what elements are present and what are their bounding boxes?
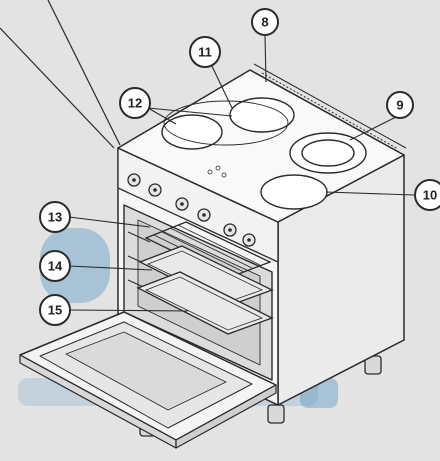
indicator-lights: [207, 165, 227, 178]
callout-11-circle: [189, 36, 221, 68]
cooking-zone-front-right: [260, 174, 328, 210]
callout-10-circle: [414, 179, 440, 211]
leader-lines: [68, 34, 415, 312]
cooking-zone-rear-right-inner: [301, 139, 355, 167]
callout-9-circle: [386, 91, 414, 119]
oven-door: [19, 311, 277, 449]
callout-14-circle: [39, 250, 71, 282]
callout-10: 10: [423, 188, 437, 203]
callout-labels: 8 9 10 11 12 13 14 15: [48, 15, 437, 318]
cooking-zone-rear-left: [229, 97, 295, 133]
knob-centers: [132, 178, 251, 242]
callout-13: 13: [48, 210, 62, 225]
callout-9: 9: [396, 98, 403, 113]
zoom-lines: [0, 0, 121, 149]
callout-12-circle: [119, 87, 151, 119]
callout-circles: [39, 8, 440, 326]
callout-11: 11: [198, 45, 212, 60]
callout-8-circle: [251, 8, 279, 36]
cooking-zone-link: [163, 100, 289, 146]
baking-tray-lower: [136, 271, 274, 335]
rear-vent: [249, 63, 407, 156]
cooking-zones: [161, 97, 367, 210]
callout-8: 8: [261, 15, 268, 30]
callout-14: 14: [48, 259, 63, 274]
callout-15-circle: [39, 294, 71, 326]
callout-12: 12: [128, 96, 142, 111]
callout-13-circle: [39, 201, 71, 233]
cooking-zone-front-left: [161, 114, 223, 150]
callout-15: 15: [48, 303, 62, 318]
